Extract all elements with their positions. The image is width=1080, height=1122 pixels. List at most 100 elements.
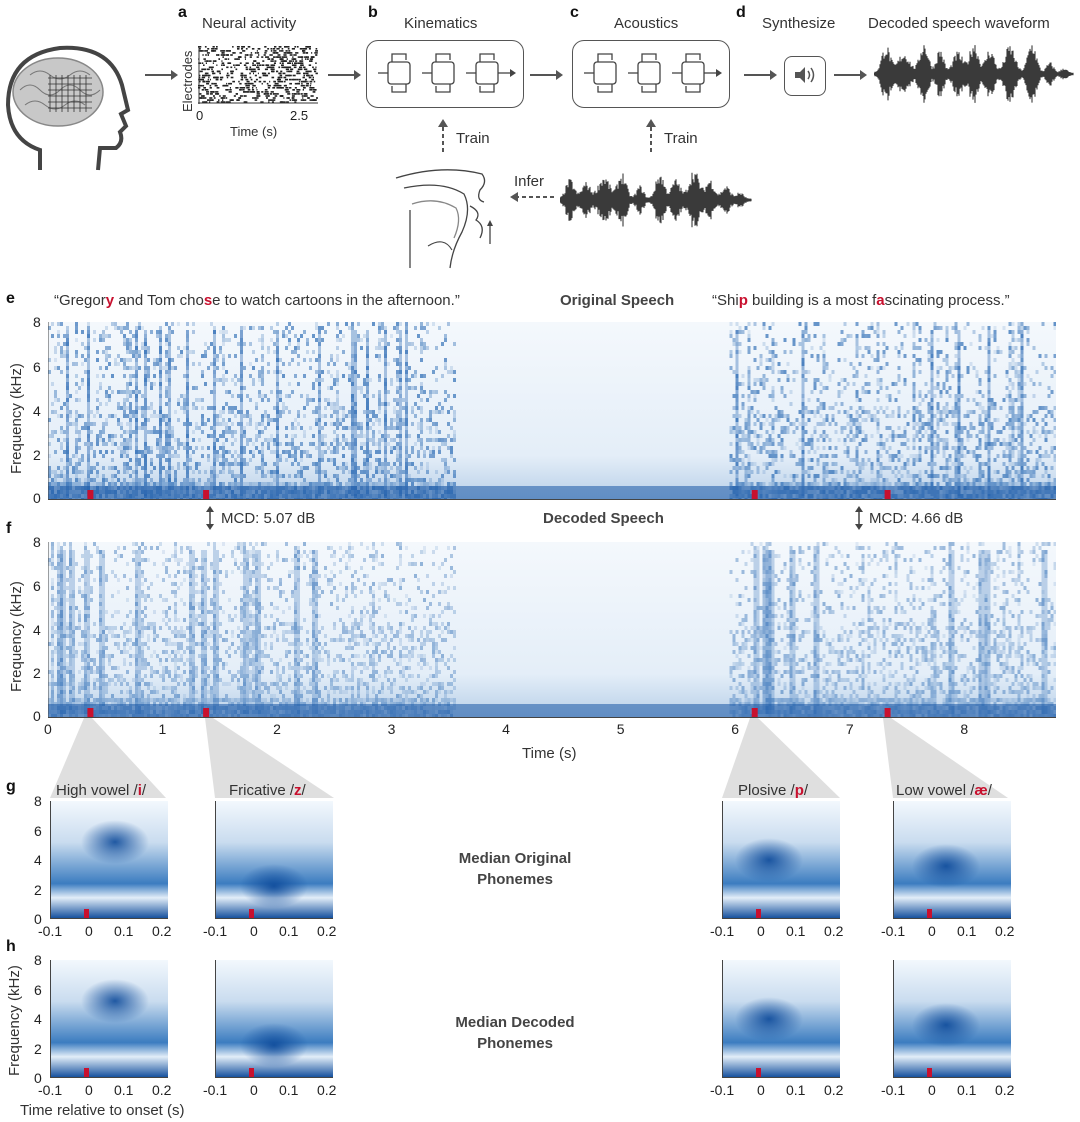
h-phoneme-spectrogram-4: [893, 960, 1011, 1078]
h-ytick-0: 0: [34, 1070, 42, 1086]
e-ytick-0: 0: [33, 490, 41, 506]
infer-label: Infer: [514, 173, 545, 190]
g-panel-4-xtick-0: -0.1: [881, 923, 906, 939]
panel-letter-f: f: [6, 520, 12, 537]
g-ytick-4: 4: [34, 852, 42, 868]
h-panel-2-xtick-2: 0.1: [279, 1082, 299, 1098]
g-panel-4-xtick-2: 0.1: [957, 923, 977, 939]
h-panel-4-xtick-3: 0.2: [995, 1082, 1015, 1098]
g-panel-3-xtick-1: 0: [757, 923, 765, 939]
sentence-1: “Gregory and Tom chose to watch cartoons…: [54, 292, 460, 309]
panel-letter-a: a: [178, 4, 187, 21]
quote-close: ”: [454, 292, 460, 309]
h-phoneme-spectrogram-2: [215, 960, 333, 1078]
h-ytick-2: 2: [34, 1040, 42, 1057]
h-phoneme-spectrogram-3: [722, 960, 840, 1078]
g-panel-3-xtick-2: 0.1: [786, 923, 806, 939]
g-panel-2-xtick-3: 0.2: [317, 923, 337, 939]
g-title-3-phoneme: p: [794, 782, 804, 799]
quote-open: “: [54, 292, 59, 309]
g-title-3-pre: Plosive /: [738, 782, 795, 799]
train-arrow-acoustics: [646, 119, 656, 152]
h-panel-3-xtick-2: 0.1: [786, 1082, 806, 1098]
arrow-kinematics-to-acoustics: [530, 70, 563, 80]
g-ytick-8: 8: [34, 793, 42, 809]
neural-time-label: Time (s): [230, 124, 278, 139]
e-ytick-2: 2: [33, 447, 41, 463]
median-original-line-1: Median Original: [458, 850, 572, 867]
sentence-2: “Ship building is a most fascinating pro…: [712, 292, 1010, 309]
e-ytick-8: 8: [33, 314, 41, 330]
g-phoneme-spectrogram-4: [893, 801, 1011, 919]
h-panel-4-xtick-1: 0: [928, 1082, 936, 1098]
sentence-1-highlight-1: y: [105, 292, 115, 309]
sentence-1-part-3: e to watch cartoons in the afternoon.: [212, 292, 455, 309]
median-decoded-line-2: Phonemes: [477, 1035, 553, 1052]
g-panel-2-xtick-0: -0.1: [203, 923, 228, 939]
h-panel-2-xtick-1: 0: [250, 1082, 258, 1098]
g-panel-4-xtick-3: 0.2: [995, 923, 1015, 939]
train-label-kinematics: Train: [456, 130, 490, 147]
f-ytick-6: 6: [33, 578, 41, 594]
kinematics-rnn-cells: [378, 53, 516, 93]
median-original-line-2: Phonemes: [477, 871, 553, 888]
h-panel-1-xtick-2: 0.1: [114, 1082, 134, 1098]
synthesize-title: Synthesize: [762, 15, 836, 32]
sentence-1-highlight-2: s: [203, 292, 213, 309]
time-axis-label-f: Time (s): [522, 745, 577, 762]
f-xtick-6: 6: [731, 721, 740, 737]
sentence-1-part-1: Gregor: [59, 292, 106, 309]
h-panel-4-xtick-2: 0.1: [957, 1082, 977, 1098]
f-xtick-8: 8: [960, 721, 969, 737]
h-panel-3-xtick-3: 0.2: [824, 1082, 844, 1098]
panel-letter-d: d: [736, 4, 746, 21]
mcd-right: MCD: 4.66 dB: [869, 510, 964, 527]
h-panel-3-xtick-1: 0: [757, 1082, 765, 1098]
neural-xtick-0: 0: [196, 108, 204, 123]
median-decoded-line-1: Median Decoded: [455, 1014, 575, 1031]
g-ytick-2: 2: [34, 881, 42, 898]
h-panel-2-xtick-0: -0.1: [203, 1082, 228, 1098]
g-title-2-phoneme: z: [294, 782, 302, 799]
g-ytick-0: 0: [34, 911, 42, 927]
speaker-icon: [795, 67, 815, 83]
e-ytick-6: 6: [33, 359, 41, 375]
sentence-1-part-2: and Tom cho: [114, 292, 204, 309]
zoom-wedges: [50, 718, 1008, 798]
decoded-waveform-title: Decoded speech waveform: [868, 15, 1050, 32]
mcd-arrow-right: [855, 506, 863, 530]
freq-axis-label-e: Frequency (kHz): [8, 363, 25, 474]
original-speech-waveform: [560, 172, 752, 228]
neural-activity-title: Neural activity: [202, 15, 297, 32]
f-xtick-1: 1: [158, 721, 167, 737]
h-ytick-4: 4: [34, 1011, 42, 1027]
g-title-plosive: Plosive /p/: [738, 782, 808, 799]
g-panel-1-xtick-1: 0: [85, 923, 93, 939]
time-relative-label: Time relative to onset (s): [20, 1102, 185, 1119]
f-ytick-8: 8: [33, 534, 41, 550]
g-panel-1-xtick-0: -0.1: [38, 923, 63, 939]
arrow-neural-to-kinematics: [328, 70, 361, 80]
f-ytick-0: 0: [33, 708, 41, 724]
g-panel-4-xtick-1: 0: [928, 923, 936, 939]
f-xtick-7: 7: [845, 721, 854, 737]
decoded-speech-waveform: [874, 45, 1074, 103]
g-panel-1-xtick-3: 0.2: [152, 923, 172, 939]
f-ytick-2: 2: [33, 665, 41, 681]
median-original-label: Median Original Phonemes: [440, 848, 590, 890]
freq-axis-label-f: Frequency (kHz): [8, 581, 25, 692]
h-panel-1-xtick-1: 0: [85, 1082, 93, 1098]
arrow-synth-to-waveform: [834, 70, 867, 80]
g-title-fricative: Fricative /z/: [229, 782, 306, 799]
h-panel-2-xtick-3: 0.2: [317, 1082, 337, 1098]
h-panel-1-xtick-0: -0.1: [38, 1082, 63, 1098]
g-title-1-phoneme: i: [137, 782, 142, 799]
original-spectrogram: [48, 322, 1056, 500]
f-xtick-0: 0: [44, 721, 52, 737]
g-panel-3-xtick-3: 0.2: [824, 923, 844, 939]
e-ytick-4: 4: [33, 403, 41, 419]
decoded-spectrogram: [48, 542, 1056, 718]
brain-head-illustration: [5, 45, 131, 171]
h-panel-3-xtick-0: -0.1: [710, 1082, 735, 1098]
neural-raster: [198, 46, 318, 104]
